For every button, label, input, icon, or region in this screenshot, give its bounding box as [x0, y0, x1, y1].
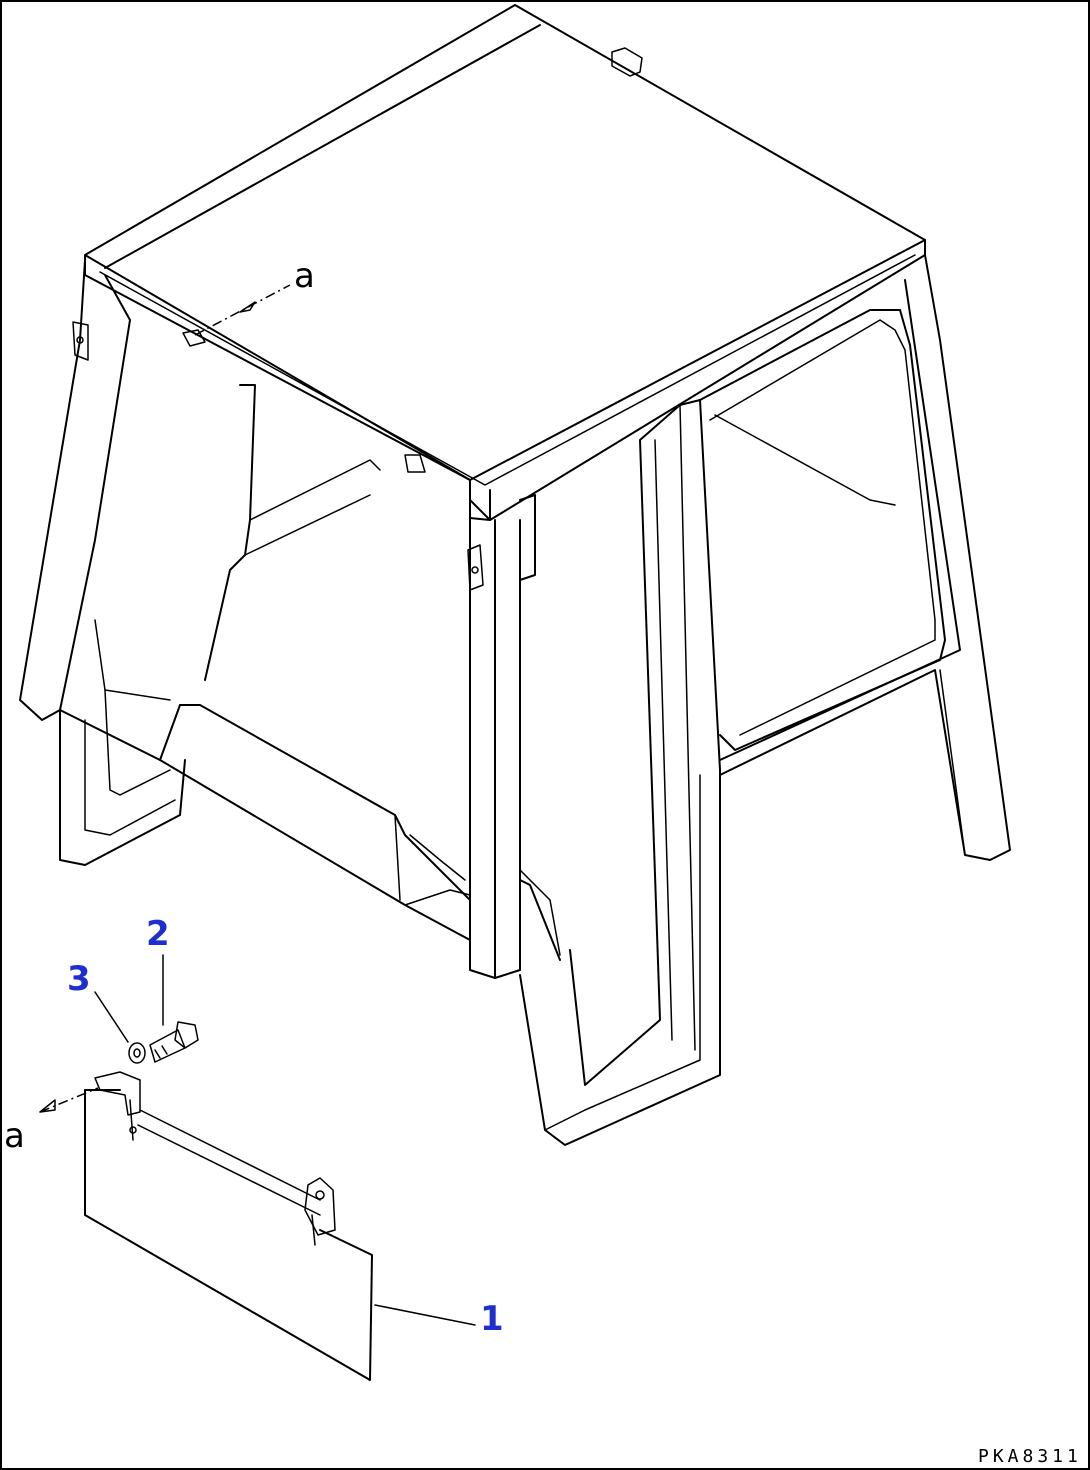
callout-2: 2 — [146, 914, 170, 954]
ref-label-top: a — [294, 256, 315, 296]
cab-side-window — [699, 309, 946, 751]
drawing-code: PKA8311 — [978, 1446, 1082, 1467]
leader-lines — [94, 954, 476, 1326]
sun-visor — [84, 1089, 373, 1381]
ref-label-bottom: a — [4, 1116, 25, 1156]
visor-bracket-right — [304, 1177, 336, 1246]
cab-right-pillar — [719, 254, 1011, 861]
cab-rear-frame — [94, 384, 381, 701]
roof-tab — [611, 47, 643, 77]
callout-3: 3 — [67, 959, 91, 999]
cab-roof — [84, 4, 926, 521]
visor-bracket-left — [94, 1071, 141, 1141]
cab-clips — [72, 321, 484, 591]
bolt-part-2 — [149, 1021, 199, 1063]
callout-1: 1 — [480, 1299, 504, 1339]
cab-left-pillar — [19, 259, 186, 866]
cab-lower-crossmember — [59, 704, 471, 941]
cab-center-pillar — [469, 494, 536, 979]
washer-part-3 — [128, 1042, 146, 1064]
ref-arrow-bottom — [39, 1087, 99, 1113]
ref-arrow-top — [194, 284, 291, 336]
